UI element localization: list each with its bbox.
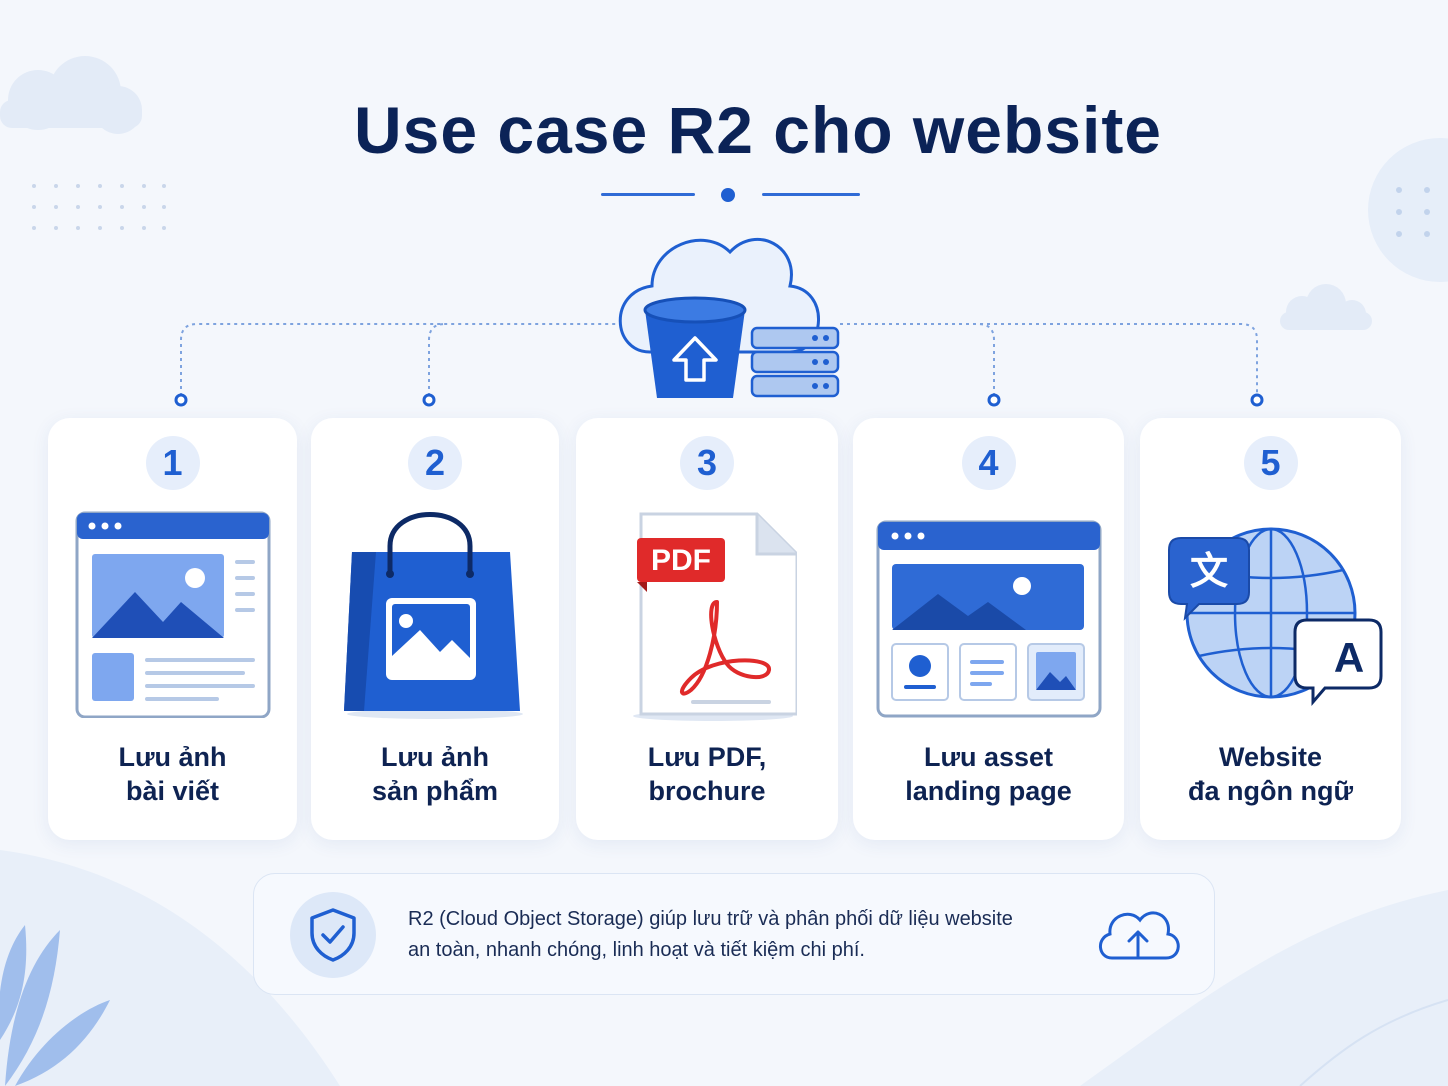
- connector-lines: [174, 237, 1264, 407]
- cloud-upload-icon: [1099, 911, 1180, 960]
- use-case-card-3: 3 PDF Lưu PDF, brochure: [576, 418, 838, 840]
- shield-check-icon: [310, 908, 356, 962]
- use-case-label-5: Website đa ngôn ngữ: [1187, 742, 1354, 806]
- leaf-decoration-icon: [0, 925, 110, 1086]
- step-badge-3: 3: [680, 436, 734, 490]
- pdf-document-icon: PDF: [633, 512, 797, 721]
- title-divider-right: [762, 193, 860, 196]
- use-case-card-4: 4 Lưu asset landing page: [853, 418, 1124, 840]
- step-badge-1: 1: [145, 436, 200, 490]
- use-case-label-3: Lưu PDF, brochure: [647, 742, 767, 806]
- title-divider-left: [601, 193, 695, 196]
- page-title: Use case R2 cho website: [353, 93, 1163, 167]
- use-case-label-1: Lưu ảnh bài viết: [118, 742, 227, 806]
- decorative-cloud-icon: [0, 56, 142, 134]
- use-case-card-5: 5 文 A Website đa ngôn ngữ: [1140, 418, 1401, 840]
- shopping-bag-icon: [344, 512, 523, 719]
- summary-banner: R2 (Cloud Object Storage) giúp lưu trữ v…: [253, 873, 1215, 995]
- summary-text: R2 (Cloud Object Storage) giúp lưu trữ v…: [408, 908, 1013, 961]
- title-divider-dot: [721, 188, 735, 202]
- latin-glyph: A: [1333, 634, 1363, 681]
- step-badge-2: 2: [408, 436, 462, 490]
- r2-cloud-storage-icon: [618, 237, 840, 398]
- use-case-card-1: 1 Lưu ảnh bài viết: [48, 418, 297, 840]
- use-case-label-4: Lưu asset landing page: [905, 742, 1072, 806]
- pdf-label: PDF: [651, 544, 711, 577]
- step-badge-5: 5: [1243, 436, 1298, 490]
- shield-circle: [290, 892, 376, 978]
- multilingual-globe-icon: 文 A: [1167, 527, 1382, 707]
- dot-grid-decoration: [32, 184, 166, 230]
- chinese-glyph: 文: [1189, 549, 1227, 593]
- step-badge-4: 4: [961, 436, 1016, 490]
- use-case-label-2: Lưu ảnh sản phẩm: [371, 742, 499, 806]
- blog-image-icon: [75, 511, 270, 718]
- landing-page-icon: [876, 520, 1101, 718]
- use-case-card-2: 2 Lưu ảnh sản phẩm: [311, 418, 559, 840]
